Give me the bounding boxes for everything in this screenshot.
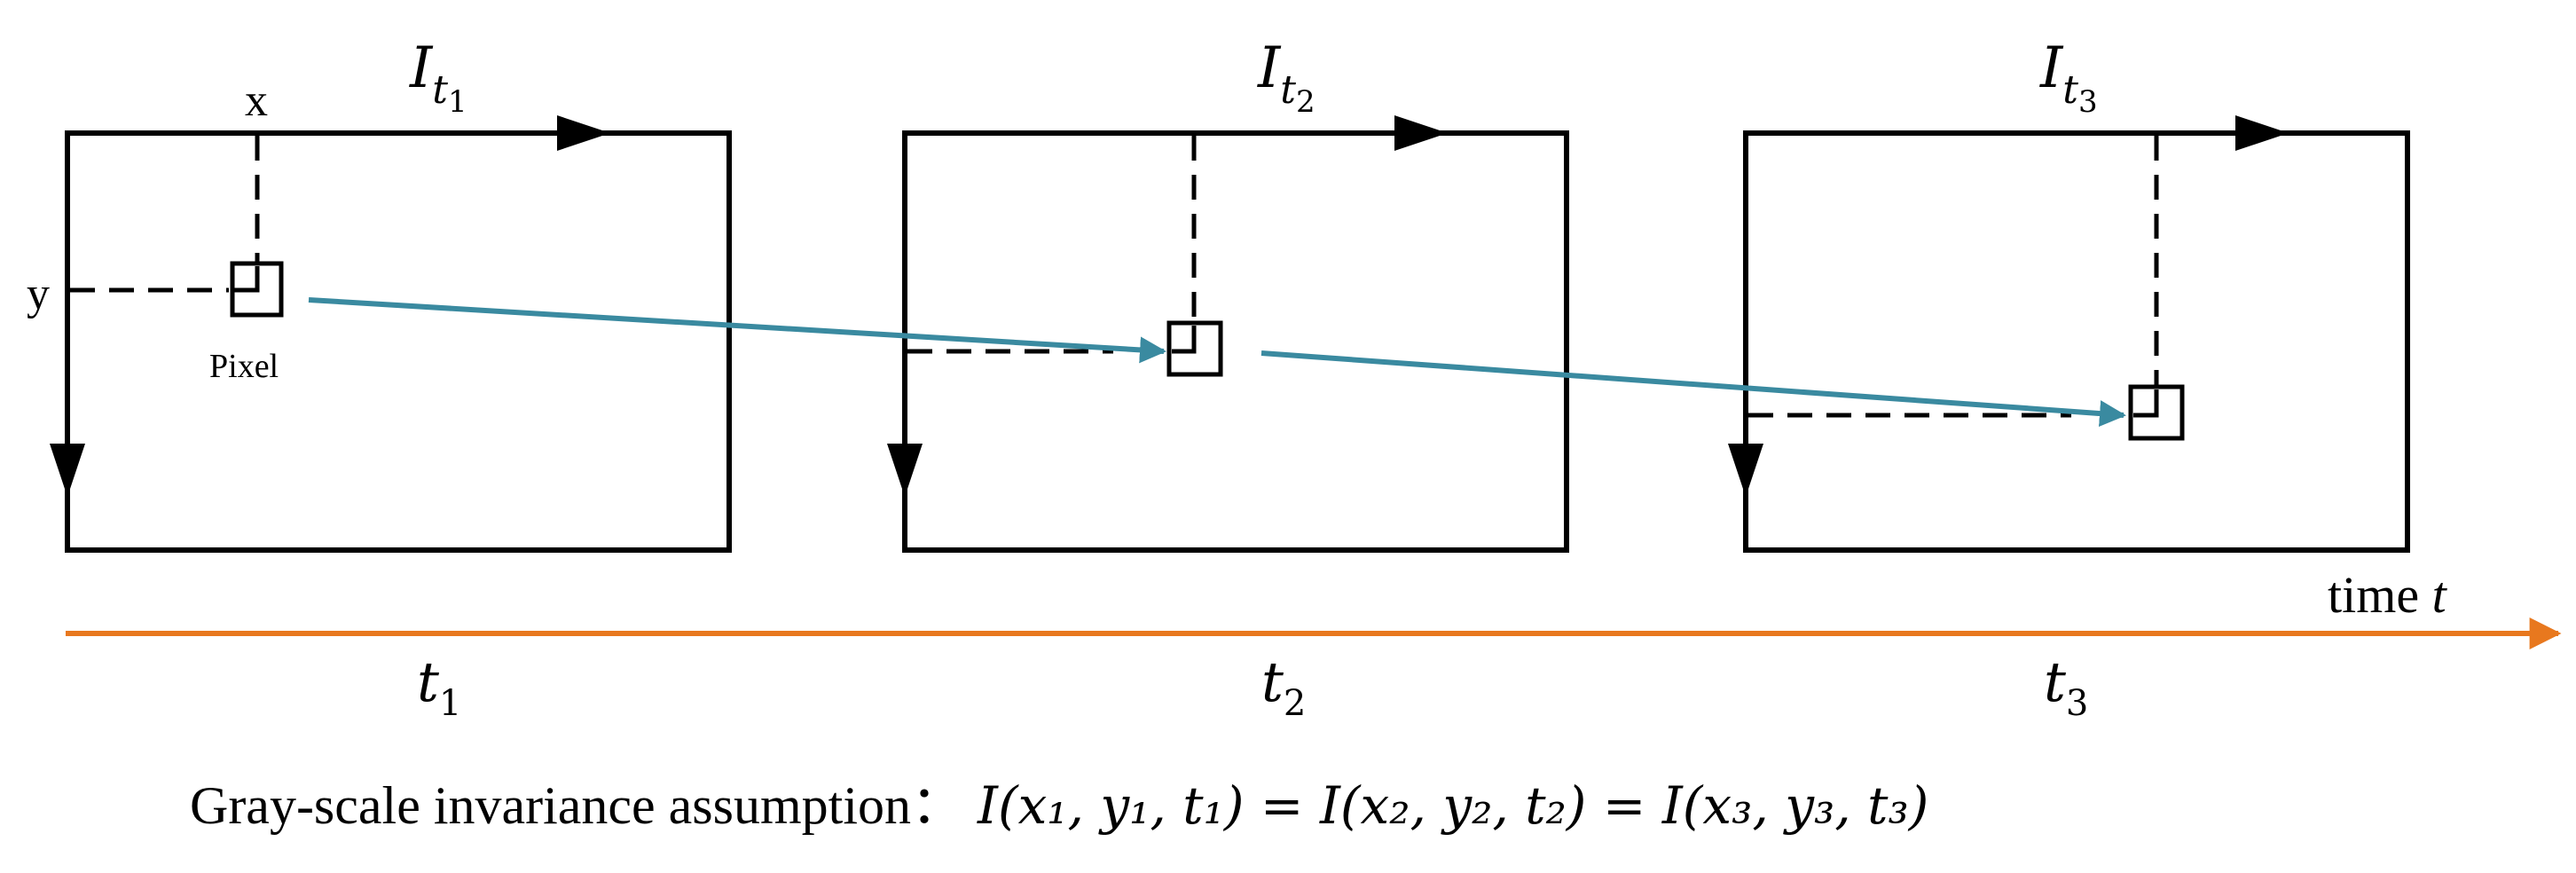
pixel-corner bbox=[1172, 326, 1197, 354]
time-axis-label: time t bbox=[2328, 566, 2448, 624]
frame-2-title: It2 bbox=[1257, 35, 1315, 120]
frame-3-title: It3 bbox=[2039, 35, 2098, 120]
frame-1: It1 x y Pixel bbox=[27, 35, 732, 553]
frame-1-pixel-label: Pixel bbox=[209, 348, 279, 385]
equation-prefix: Gray-scale invariance assumption： bbox=[190, 776, 964, 835]
frame-1-y-label: y bbox=[27, 269, 50, 319]
flow-arrow-2-to-3 bbox=[1261, 350, 2126, 428]
frame-1-border bbox=[65, 130, 732, 553]
frame-2-y-axis-arrow bbox=[887, 444, 923, 497]
frame-1-x-label: x bbox=[245, 75, 268, 126]
frame-1-y-axis-arrow bbox=[50, 444, 85, 497]
flow-arrow-1-to-2 bbox=[308, 297, 1166, 364]
pixel-corner bbox=[2133, 389, 2159, 418]
frame-2-border bbox=[902, 130, 1569, 553]
frame-1-pixel-marker bbox=[230, 261, 284, 318]
frame-3-pixel-marker bbox=[2128, 384, 2185, 441]
time-label-t1: t1 bbox=[417, 649, 461, 724]
frame-2: It2 bbox=[887, 35, 1569, 553]
frame-3-y-axis-arrow bbox=[1728, 444, 1763, 497]
frame-3-border bbox=[1743, 130, 2410, 553]
frame-1-title: It1 bbox=[409, 35, 467, 120]
frame-2-x-axis-arrow bbox=[1394, 115, 1448, 151]
pixel-corner bbox=[232, 266, 260, 293]
frame-3-x-axis-arrow bbox=[2235, 115, 2289, 151]
equation-caption: Gray-scale invariance assumption： I(x₁, … bbox=[190, 775, 1928, 836]
frame-2-pixel-marker bbox=[1166, 320, 1223, 377]
time-label-t3: t3 bbox=[2044, 649, 2088, 724]
time-label-t2: t2 bbox=[1261, 649, 1306, 724]
equation-formula: I(x₁, y₁, t₁) = I(x₂, y₂, t₂) = I(x₃, y₃… bbox=[977, 775, 1928, 836]
frame-1-x-axis-arrow bbox=[557, 115, 610, 151]
frame-3: It3 bbox=[1728, 35, 2410, 553]
